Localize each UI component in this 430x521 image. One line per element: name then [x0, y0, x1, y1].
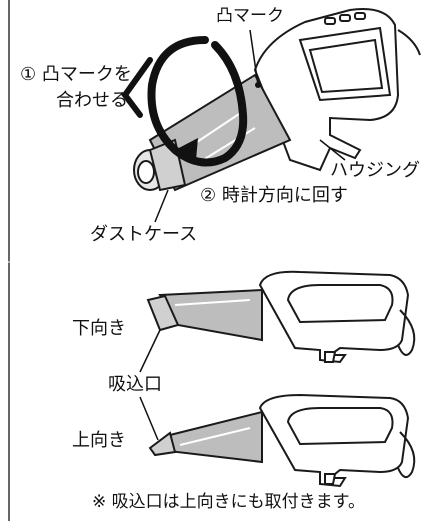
- up-label: 上向き: [72, 430, 126, 451]
- intake-leader-down: [139, 329, 161, 373]
- housing-leader: [319, 139, 346, 161]
- rotation-arrow: [147, 36, 248, 167]
- vacuum-up: [148, 393, 416, 488]
- note-text: ※ 吸込口は上向きにも取付きます。: [92, 492, 365, 512]
- rotation-arrow-tail: [121, 57, 153, 118]
- left-border: [8, 0, 10, 521]
- intake-label: 吸込口: [108, 374, 162, 395]
- housing-top: [253, 8, 421, 172]
- rotate-step-label: ② 時計方向に回す: [200, 185, 348, 206]
- intake-leader-up: [139, 396, 159, 441]
- dust-case-label: ダストケース: [90, 224, 198, 245]
- rotation-arrowhead: [175, 138, 198, 160]
- convex-mark-label: 凸マーク: [216, 6, 284, 26]
- align-step-line1: ① 凸マークを: [20, 64, 132, 85]
- convex-mark-leader: [249, 29, 259, 86]
- down-label: 下向き: [72, 318, 126, 339]
- align-step-line2: 合わせる: [56, 90, 128, 111]
- vacuum-down: [146, 270, 416, 364]
- dust-case-leader: [154, 189, 169, 223]
- housing-label: ハウジング: [330, 160, 420, 181]
